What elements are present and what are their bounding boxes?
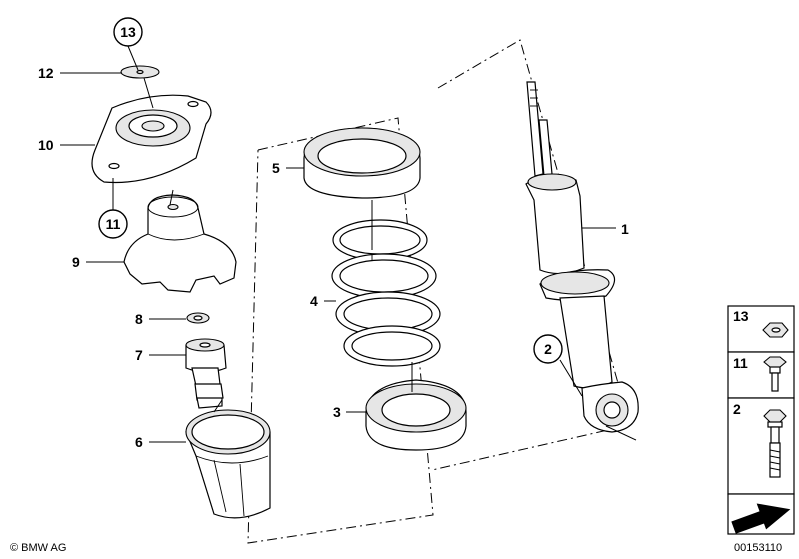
callout-1: 1 — [582, 221, 629, 237]
legend-item-11: 11 — [733, 355, 787, 392]
part-3-lower-spring-seat — [365, 362, 467, 451]
callout-5-label: 5 — [272, 160, 280, 176]
part-13-nut — [120, 65, 160, 79]
callout-8: 8 — [135, 311, 186, 327]
callout-3: 3 — [333, 404, 366, 420]
callout-2-circle: 2 — [533, 334, 583, 397]
part-6-dust-tube — [185, 399, 271, 519]
callout-9: 9 — [72, 254, 124, 270]
callout-4-label: 4 — [310, 293, 318, 309]
part-5-upper-spring-seat — [303, 127, 421, 199]
callout-13-circle: 13 — [113, 17, 143, 71]
callout-4: 4 — [310, 293, 336, 309]
callout-13-label: 13 — [120, 24, 136, 40]
image-number: 00153110 — [734, 542, 782, 554]
callout-7: 7 — [135, 347, 186, 363]
part-8-washer — [186, 312, 210, 324]
callout-2-label: 2 — [544, 341, 552, 357]
callout-9-label: 9 — [72, 254, 80, 270]
copyright-text: © BMW AG — [10, 542, 66, 554]
legend-item-13-label: 13 — [733, 308, 749, 324]
part-10-strut-mount — [91, 77, 212, 184]
arrow-icon — [731, 503, 791, 534]
callout-11-circle: 11 — [98, 178, 128, 239]
callout-6: 6 — [135, 434, 186, 450]
callout-1-label: 1 — [621, 221, 629, 237]
legend-item-2-label: 2 — [733, 401, 741, 417]
legend-item-13: 13 — [733, 308, 789, 338]
callout-5: 5 — [272, 160, 304, 176]
callout-12-label: 12 — [38, 65, 54, 81]
part-4-coil-spring — [331, 200, 441, 367]
callout-8-label: 8 — [135, 311, 143, 327]
legend-panel: 13 11 2 — [727, 305, 795, 535]
callout-7-label: 7 — [135, 347, 143, 363]
callout-10-label: 10 — [38, 137, 54, 153]
callout-6-label: 6 — [135, 434, 143, 450]
callout-11-label: 11 — [106, 216, 121, 232]
part-1-shock-absorber — [525, 81, 639, 441]
legend-item-11-label: 11 — [733, 355, 748, 371]
callout-10: 10 — [38, 137, 95, 153]
legend-item-2: 2 — [733, 401, 787, 478]
callout-12: 12 — [38, 65, 122, 81]
part-9-protective-cap — [123, 189, 237, 293]
part-7-bump-stop — [185, 338, 227, 409]
callout-3-label: 3 — [333, 404, 341, 420]
